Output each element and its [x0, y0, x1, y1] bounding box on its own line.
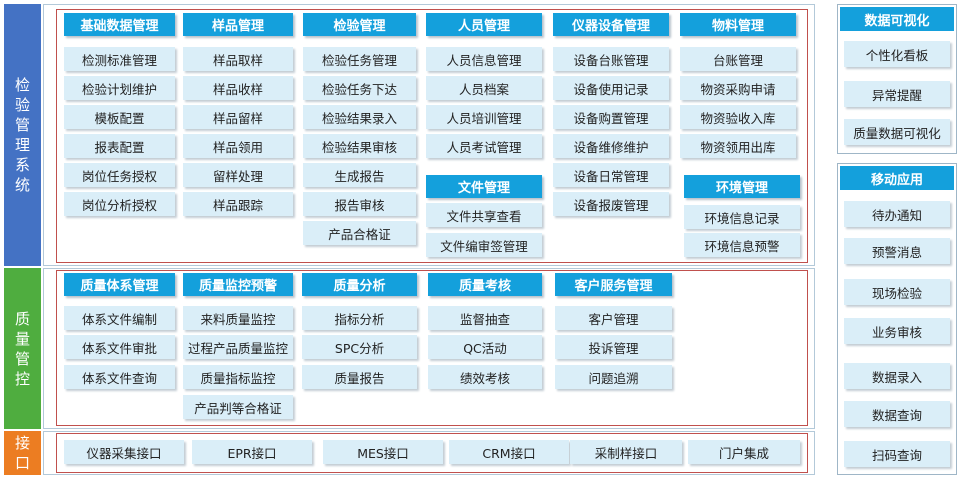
module-item[interactable]: 绩效考核	[428, 365, 542, 389]
module-item[interactable]: 环境信息记录	[684, 205, 800, 229]
interface-item[interactable]: 门户集成	[688, 440, 800, 464]
module-header-sample[interactable]: 样品管理	[183, 13, 293, 36]
interface-item[interactable]: 仪器采集接口	[64, 440, 184, 464]
module-item[interactable]: 检验结果录入	[303, 105, 416, 129]
module-item[interactable]: 样品收样	[183, 76, 293, 100]
module-item[interactable]: 设备台账管理	[553, 47, 669, 71]
mobile-item[interactable]: 数据查询	[844, 401, 950, 427]
module-item[interactable]: 物资采购申请	[680, 76, 796, 100]
interface-item[interactable]: EPR接口	[192, 440, 312, 464]
module-item[interactable]: 报表配置	[64, 134, 175, 158]
module-item[interactable]: 客户管理	[555, 306, 672, 330]
module-item[interactable]: QC活动	[428, 335, 542, 359]
module-item[interactable]: 设备使用记录	[553, 76, 669, 100]
module-item[interactable]: 样品领用	[183, 134, 293, 158]
module-header-file[interactable]: 文件管理	[426, 175, 542, 198]
module-item[interactable]: 过程产品质量监控	[183, 335, 293, 359]
quality-control-label: 质量管控	[4, 268, 41, 429]
module-header-equipment[interactable]: 仪器设备管理	[553, 13, 669, 36]
mobile-item[interactable]: 待办通知	[844, 201, 950, 227]
module-item[interactable]: 生成报告	[303, 163, 416, 187]
module-item[interactable]: 设备购置管理	[553, 105, 669, 129]
module-item[interactable]: 人员信息管理	[426, 47, 542, 71]
visualization-header[interactable]: 数据可视化	[840, 7, 954, 31]
module-item[interactable]: 设备报废管理	[553, 192, 669, 216]
module-item[interactable]: 产品合格证	[303, 221, 416, 245]
module-item[interactable]: 质量指标监控	[183, 365, 293, 389]
module-item[interactable]: 检验任务下达	[303, 76, 416, 100]
module-item[interactable]: 岗位分析授权	[64, 192, 175, 216]
module-header-inspection[interactable]: 检验管理	[303, 13, 416, 36]
module-header-quality-analysis[interactable]: 质量分析	[302, 273, 417, 296]
mobile-item[interactable]: 预警消息	[844, 238, 950, 264]
visualization-item[interactable]: 异常提醒	[844, 81, 950, 107]
module-header-quality-system[interactable]: 质量体系管理	[64, 273, 175, 296]
mobile-item[interactable]: 扫码查询	[844, 441, 950, 467]
module-item[interactable]: 样品留样	[183, 105, 293, 129]
module-header-basic-data[interactable]: 基础数据管理	[64, 13, 175, 36]
interface-item[interactable]: 采制样接口	[570, 440, 682, 464]
module-header-quality-monitor[interactable]: 质量监控预警	[183, 273, 293, 296]
interface-label: 接口	[4, 431, 41, 475]
module-item[interactable]: 文件共享查看	[426, 203, 542, 227]
module-item[interactable]: 质量报告	[302, 365, 417, 389]
module-item[interactable]: 设备维修维护	[553, 134, 669, 158]
module-item[interactable]: 样品跟踪	[183, 192, 293, 216]
interface-item[interactable]: CRM接口	[449, 440, 569, 464]
module-item[interactable]: 指标分析	[302, 306, 417, 330]
mobile-item[interactable]: 数据录入	[844, 363, 950, 389]
module-item[interactable]: 留样处理	[183, 163, 293, 187]
module-item[interactable]: 体系文件编制	[64, 306, 175, 330]
module-item[interactable]: 文件编审签管理	[426, 233, 542, 257]
module-item[interactable]: 检验计划维护	[64, 76, 175, 100]
visualization-item[interactable]: 质量数据可视化	[844, 119, 950, 145]
module-header-environment[interactable]: 环境管理	[684, 175, 800, 198]
module-item[interactable]: 监督抽查	[428, 306, 542, 330]
module-header-quality-assessment[interactable]: 质量考核	[428, 273, 542, 296]
module-item[interactable]: 投诉管理	[555, 335, 672, 359]
module-item[interactable]: 物资领用出库	[680, 134, 796, 158]
module-item[interactable]: 人员档案	[426, 76, 542, 100]
module-item[interactable]: 检测标准管理	[64, 47, 175, 71]
module-header-personnel[interactable]: 人员管理	[426, 13, 542, 36]
module-item[interactable]: 台账管理	[680, 47, 796, 71]
module-item[interactable]: 物资验收入库	[680, 105, 796, 129]
module-item[interactable]: 岗位任务授权	[64, 163, 175, 187]
module-item[interactable]: 模板配置	[64, 105, 175, 129]
module-header-material[interactable]: 物料管理	[680, 13, 796, 36]
interface-item[interactable]: MES接口	[323, 440, 443, 464]
module-item[interactable]: 来料质量监控	[183, 306, 293, 330]
module-item[interactable]: 产品判等合格证	[183, 395, 293, 419]
module-item[interactable]: 体系文件查询	[64, 365, 175, 389]
visualization-item[interactable]: 个性化看板	[844, 41, 950, 67]
module-item[interactable]: SPC分析	[302, 335, 417, 359]
module-item[interactable]: 设备日常管理	[553, 163, 669, 187]
module-item[interactable]: 检验任务管理	[303, 47, 416, 71]
module-item[interactable]: 检验结果审核	[303, 134, 416, 158]
module-header-customer-service[interactable]: 客户服务管理	[555, 273, 672, 296]
mobile-item[interactable]: 业务审核	[844, 318, 950, 344]
mobile-item[interactable]: 现场检验	[844, 279, 950, 305]
module-item[interactable]: 问题追溯	[555, 365, 672, 389]
mobile-header[interactable]: 移动应用	[840, 166, 954, 190]
module-item[interactable]: 样品取样	[183, 47, 293, 71]
module-item[interactable]: 环境信息预警	[684, 233, 800, 257]
module-item[interactable]: 报告审核	[303, 192, 416, 216]
inspection-system-label: 检验管理系统	[4, 4, 41, 266]
module-item[interactable]: 体系文件审批	[64, 335, 175, 359]
module-item[interactable]: 人员培训管理	[426, 105, 542, 129]
module-item[interactable]: 人员考试管理	[426, 134, 542, 158]
